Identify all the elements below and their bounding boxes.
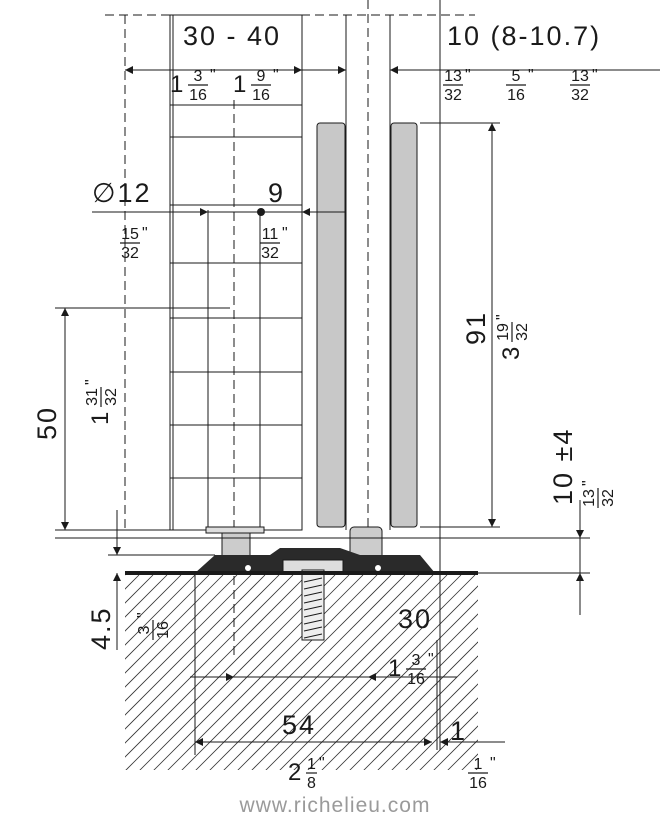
label-30-40: 30 - 40 [183, 21, 281, 51]
seal-strip-left [316, 122, 346, 528]
panel-left [169, 14, 303, 655]
fraction-numerator: 31 [84, 388, 101, 406]
seal-strip-right [390, 122, 418, 528]
label-91: 91 [461, 311, 491, 345]
inch-mark: " [273, 67, 279, 84]
watermark-url: www.richelieu.com [239, 794, 431, 817]
fraction-glass_in_a: 13 32" [443, 67, 471, 104]
fraction-denominator: 32 [121, 245, 139, 262]
floor-hatch [125, 575, 478, 770]
fraction-whole: 1 [233, 71, 246, 98]
fraction-denominator: 16 [469, 775, 487, 792]
inch-mark: " [142, 225, 148, 242]
fraction-glass_in_c: 13 32" [570, 67, 598, 104]
fraction-denominator: 16 [407, 671, 425, 688]
inch-mark: " [319, 755, 325, 772]
label-hole-dia: ∅12 [92, 178, 152, 208]
fraction-numerator: 3 [136, 625, 153, 634]
inch-mark: " [580, 480, 597, 486]
hole-center-dot [257, 208, 265, 216]
inch-mark: " [428, 651, 434, 668]
fraction-denominator: 32 [571, 87, 589, 104]
label-gap: 10 ±4 [548, 428, 578, 505]
fraction-offset_in: 1 16" [468, 755, 496, 792]
fraction-whole: 3 [498, 347, 525, 360]
fraction-denominator: 32 [444, 87, 462, 104]
fraction-whole: 1 [170, 71, 183, 98]
fraction-numerator: 19 [495, 323, 512, 341]
label-30: 30 [398, 604, 432, 634]
inch-mark: " [210, 67, 216, 84]
fraction-whole: 1 [87, 412, 114, 425]
fraction-denominator: 16 [189, 87, 207, 104]
fraction-numerator: 3 [194, 68, 203, 85]
inch-mark: " [494, 314, 511, 320]
fraction-numerator: 15 [121, 226, 139, 243]
label-hole-offset: 9 [268, 178, 285, 208]
fraction-numerator: 9 [257, 68, 266, 85]
inch-mark: " [528, 67, 534, 84]
inch-mark: " [83, 379, 100, 385]
base-profile [195, 526, 435, 641]
fraction-denominator: 8 [307, 775, 316, 792]
inch-mark: " [465, 67, 471, 84]
fraction-numerator: 1 [474, 756, 483, 773]
fraction-numerator: 13 [571, 68, 589, 85]
fraction-glass_in_b: 5 16" [506, 67, 534, 104]
fraction-whole: 2 [288, 759, 301, 786]
fraction-denominator: 16 [507, 87, 525, 104]
fraction-denominator: 16 [155, 621, 172, 639]
label-glass: 10 (8-10.7) [447, 21, 601, 51]
fraction-denominator: 32 [600, 489, 617, 507]
fraction-denominator: 32 [261, 245, 279, 262]
fraction-denominator: 32 [103, 388, 120, 406]
fraction-numerator: 11 [262, 226, 279, 243]
fraction-whole: 1 [388, 655, 401, 682]
fraction-denominator: 32 [514, 323, 531, 341]
label-base-h: 4.5 [86, 606, 116, 650]
fraction-numerator: 13 [581, 489, 598, 507]
fraction-numerator: 13 [444, 68, 462, 85]
inch-mark: " [490, 755, 496, 772]
fraction-numerator: 3 [412, 652, 421, 669]
fraction-denominator: 16 [252, 87, 270, 104]
label-50: 50 [32, 406, 62, 440]
fraction-hole_dia_in: 15 32" [120, 225, 148, 262]
fraction-numerator: 5 [512, 68, 521, 85]
label-offset-1: 1 [450, 716, 467, 746]
inch-mark: " [592, 67, 598, 84]
inch-mark: " [282, 225, 288, 242]
fraction-numerator: 1 [307, 756, 316, 773]
label-54: 54 [282, 710, 316, 740]
inch-mark: " [135, 612, 152, 618]
fraction-hole_offset_in: 11 32" [260, 225, 288, 262]
